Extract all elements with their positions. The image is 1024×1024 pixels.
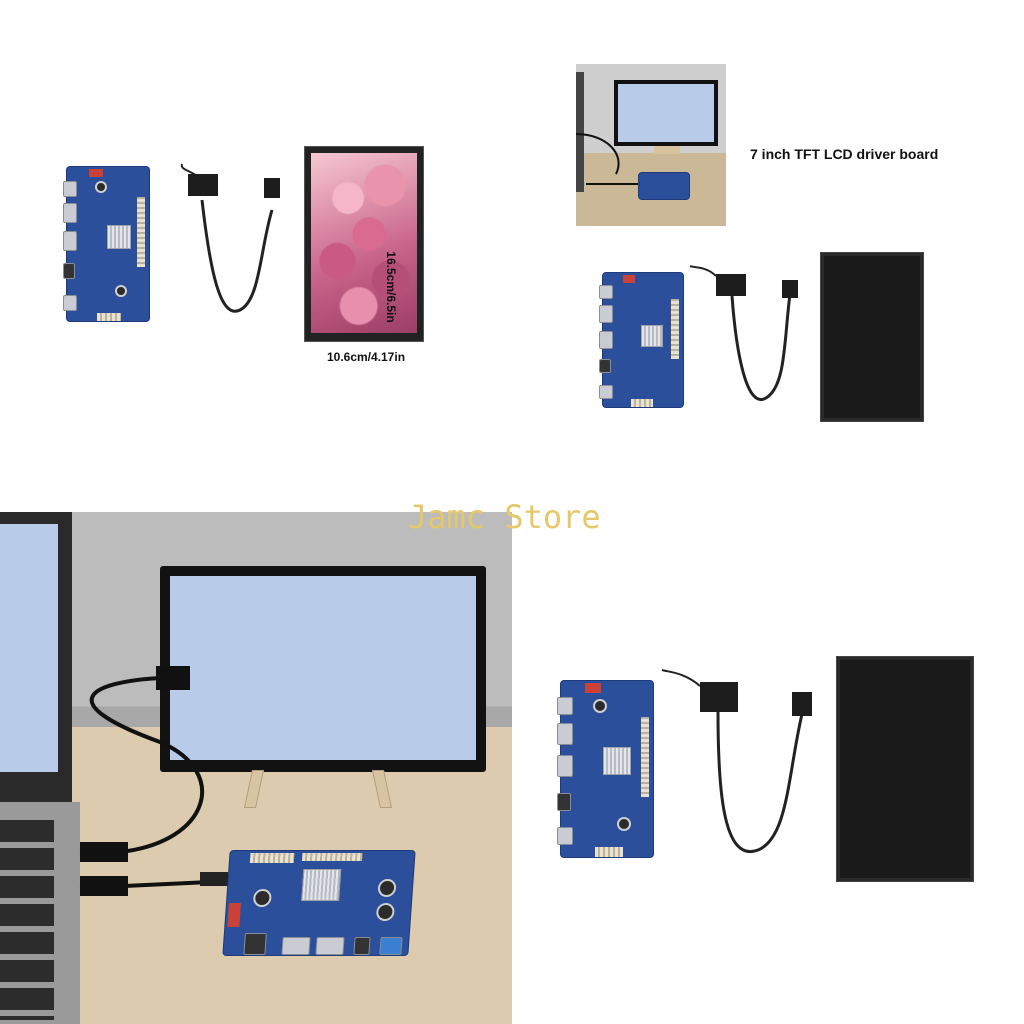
capacitor: [617, 817, 631, 831]
audio-jack: [353, 937, 371, 955]
bottom-connector: [97, 313, 121, 321]
heatsink: [301, 869, 342, 901]
grapes-image: [311, 153, 417, 333]
setup-photo: [576, 64, 726, 226]
monitor: [160, 566, 486, 772]
red-connector: [227, 903, 241, 927]
hdmi-port: [315, 937, 345, 955]
monitor: [614, 80, 718, 146]
usb-cables: [576, 133, 638, 185]
usb-port: [379, 937, 403, 955]
usb-port: [599, 285, 613, 299]
ribbon-cable: [689, 265, 798, 401]
driver-board: [222, 850, 416, 956]
usb-port: [63, 295, 77, 311]
hdmi-port: [599, 331, 613, 349]
hdmi-port: [599, 305, 613, 323]
usb-port: [557, 697, 573, 715]
product-caption: 7 inch TFT LCD driver board: [750, 146, 939, 162]
lcd-panel-black: [836, 656, 974, 882]
cable-connector: [782, 280, 798, 298]
hdmi-port: [63, 231, 77, 251]
laptop-edge: [576, 72, 584, 192]
dc-jack: [243, 933, 267, 955]
usb-port: [599, 385, 613, 399]
laptop-keyboard: [0, 802, 80, 1024]
laptop-screen: [0, 524, 58, 772]
heatsink: [641, 325, 663, 347]
side-connector: [249, 853, 295, 863]
hdmi-plug: [156, 666, 190, 690]
pin-header: [301, 853, 363, 861]
usb-plug: [80, 876, 128, 896]
store-watermark: Jamc Store: [408, 498, 601, 536]
monitor-screen: [618, 84, 714, 142]
audio-jack: [557, 793, 571, 811]
monitor-stand: [243, 770, 393, 808]
bottom-connector: [631, 399, 653, 407]
capacitor: [375, 903, 395, 921]
capacitor: [115, 285, 127, 297]
hdmi-port: [557, 723, 573, 745]
heatsink: [603, 747, 631, 775]
cable-connector: [716, 274, 746, 296]
stand: [654, 146, 680, 154]
cable-connector: [264, 178, 280, 198]
capacitor: [95, 181, 107, 193]
product-panel-contents: [540, 640, 1000, 900]
cable-connector: [792, 692, 812, 716]
audio-jack: [63, 263, 75, 279]
usb-c-plug: [200, 872, 228, 886]
lcd-panel-display: [304, 146, 424, 342]
capacitor: [377, 879, 397, 897]
hdmi-port: [281, 937, 311, 955]
ribbon-cable: [661, 669, 812, 854]
cable-connector: [700, 682, 738, 712]
red-connector: [585, 683, 601, 693]
pin-header: [137, 197, 145, 267]
hdmi-port: [63, 203, 77, 223]
driver-board: [599, 272, 684, 408]
driver-board: [63, 166, 150, 322]
laptop-screen-frame: [0, 512, 72, 802]
hdmi-port: [557, 755, 573, 777]
driver-board: [557, 680, 654, 858]
product-panel-overview: 7 inch TFT LCD driver board: [560, 60, 1000, 440]
monitor-screen: [170, 576, 476, 760]
pin-header: [641, 717, 649, 797]
usb-port: [63, 181, 77, 197]
width-dimension-label: 10.6cm/4.17in: [326, 350, 406, 364]
usb-plug: [80, 842, 128, 862]
setup-photo-large: [0, 512, 512, 1024]
capacitor: [252, 889, 272, 907]
audio-jack: [599, 359, 611, 373]
cable-connector: [188, 174, 218, 196]
ribbon-cable: [180, 163, 280, 313]
red-connector: [623, 275, 635, 283]
product-panel-dimensions: 16.5cm/6.5in 10.6cm/4.17in: [60, 140, 480, 380]
pin-header: [671, 299, 679, 359]
bottom-connector: [595, 847, 623, 857]
capacitor: [593, 699, 607, 713]
driver-board-small: [638, 172, 690, 200]
height-dimension-label: 16.5cm/6.5in: [384, 251, 398, 323]
usb-port: [557, 827, 573, 845]
lcd-panel-black: [820, 252, 924, 422]
red-connector: [89, 169, 103, 177]
heatsink: [107, 225, 131, 249]
